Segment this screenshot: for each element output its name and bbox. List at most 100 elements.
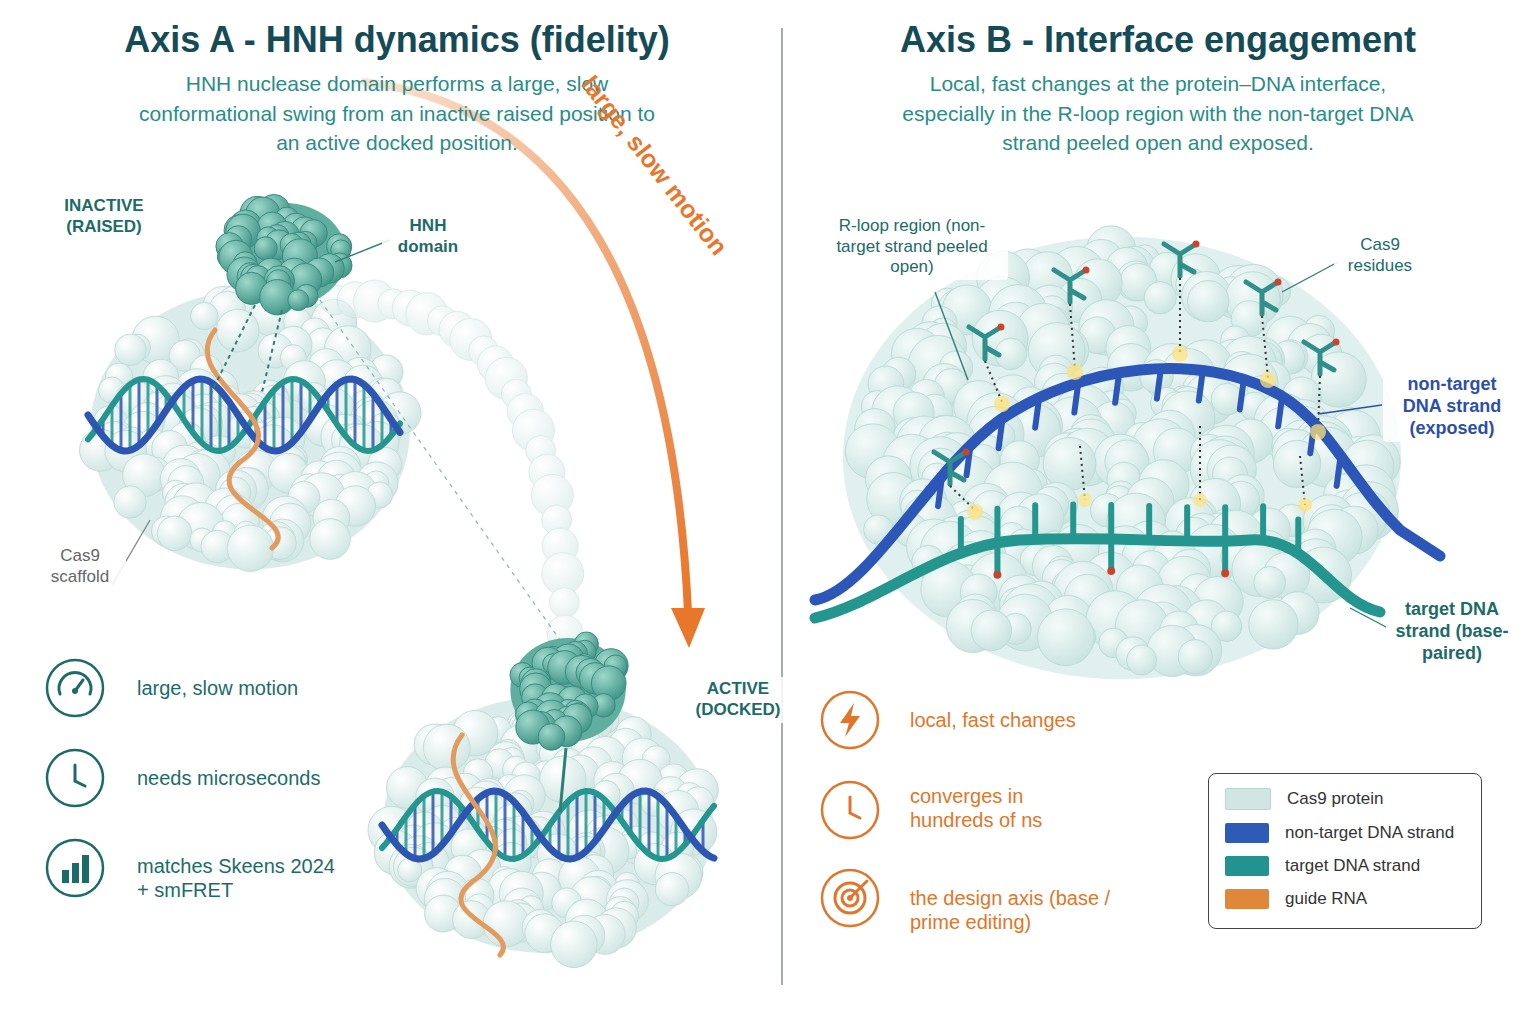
cas9-surface-bubble — [1188, 281, 1229, 322]
clock-hands — [75, 765, 85, 786]
cas9-scaffold — [80, 282, 421, 571]
icon-caption: converges in hundreds of ns — [910, 784, 1100, 833]
residue-stick — [1304, 342, 1336, 374]
cas9-scaffold-active-base — [382, 697, 713, 954]
base-pair — [372, 394, 375, 450]
residue — [1054, 267, 1090, 381]
cas9-surface-bubble — [1249, 600, 1298, 649]
trajectory-line — [320, 300, 560, 640]
hydrogen-bond — [1070, 304, 1075, 370]
gauge-arc — [59, 672, 91, 694]
oxygen-atom — [998, 324, 1005, 331]
legend-text: guide RNA — [1285, 889, 1367, 909]
hydrogen-bond — [985, 361, 1002, 402]
clock-icon — [47, 750, 103, 806]
residue-stick — [1164, 244, 1196, 276]
base-pair — [423, 796, 426, 858]
callout-label: HNH domain — [382, 214, 474, 259]
cas9-scaffold-bubble — [310, 519, 351, 560]
oxygen-atom — [1333, 339, 1340, 346]
cas9-surface-bubble — [1144, 282, 1176, 314]
base-pair — [291, 379, 294, 443]
hnh-domain-inactive-bubble — [254, 237, 277, 260]
legend-row: guide RNA — [1225, 889, 1465, 909]
contact-glow — [1078, 493, 1092, 507]
gauge-hub — [72, 688, 78, 694]
gauge-icon — [47, 660, 103, 716]
base-pair — [441, 792, 444, 845]
target-arrow — [850, 881, 867, 898]
bars-icon — [47, 840, 103, 896]
base-pair — [300, 381, 303, 432]
icon-ring — [822, 692, 878, 748]
cas9-surface-base — [843, 237, 1401, 680]
callout-label: ACTIVE (DOCKED) — [682, 677, 794, 722]
residue — [1304, 339, 1340, 441]
leader-line — [335, 240, 390, 262]
contact-glow — [1298, 498, 1312, 512]
contact-glow — [1067, 364, 1083, 380]
legend-swatch — [1225, 823, 1269, 843]
legend-row: non-target DNA strand — [1225, 823, 1465, 843]
base-pair — [576, 794, 579, 857]
base-pair — [345, 380, 348, 437]
icon-ring — [47, 840, 103, 896]
base-pair — [513, 802, 516, 859]
base-pair — [264, 401, 267, 447]
contact-glow — [1193, 493, 1207, 507]
panel-title: Axis A - HNH dynamics (fidelity) — [57, 18, 737, 61]
residue-stick — [969, 327, 1001, 359]
callout-label: Cas9 scaffold — [34, 544, 126, 589]
base-pair — [567, 801, 570, 859]
hydrogen-bond — [1080, 446, 1085, 500]
dna-strand — [382, 791, 714, 859]
residue-stick — [1246, 282, 1278, 314]
base-pair — [147, 380, 150, 436]
icon-caption: local, fast changes — [910, 708, 1150, 732]
base-pair — [639, 792, 642, 846]
legend-box: Cas9 proteinnon-target DNA strandtarget … — [1208, 773, 1482, 929]
legend-text: Cas9 protein — [1287, 789, 1383, 809]
oxygen-atom — [1193, 241, 1200, 248]
oxygen-atom — [963, 449, 970, 456]
residue — [934, 449, 983, 521]
bar — [62, 870, 69, 883]
cas9-surface — [843, 226, 1401, 679]
hydrogen-bond — [1262, 316, 1268, 378]
base-pair — [432, 792, 435, 854]
cas9-scaffold-bubble — [157, 516, 191, 550]
leader-line — [1318, 405, 1382, 414]
icon-ring — [47, 660, 103, 716]
cas9-scaffold-active-bubble — [423, 724, 470, 771]
contact-glow — [994, 396, 1010, 412]
icon-ring — [822, 870, 878, 926]
linker — [320, 280, 584, 651]
dashed-leader — [210, 305, 255, 395]
clock-hands — [850, 797, 860, 818]
hydrogen-bond — [1318, 376, 1320, 430]
cas9-scaffold-active-bubble — [551, 921, 597, 967]
bar — [72, 863, 79, 883]
hnh-domain-inactive-bubble — [288, 290, 309, 311]
non-target-strand — [815, 369, 1440, 600]
base-pair — [648, 792, 651, 854]
residue — [969, 324, 1010, 413]
base-pair — [594, 793, 597, 842]
cas9-scaffold-bubble — [114, 486, 146, 518]
base-pair — [138, 380, 141, 446]
base-pair — [192, 381, 195, 433]
base-pair — [504, 794, 507, 857]
legend-swatch — [1225, 856, 1269, 876]
icon-ring — [822, 782, 878, 838]
base-pair — [414, 805, 417, 859]
cas9-surface-bubble — [1254, 566, 1286, 598]
residue-stick — [1054, 270, 1086, 302]
oxygen-atom — [1107, 567, 1115, 575]
callout-label: non-target DNA strand (exposed) — [1383, 372, 1521, 442]
cas9-surface-bubble — [1182, 271, 1232, 321]
base-pair — [120, 393, 123, 450]
cas9-scaffold-bubble — [191, 302, 218, 329]
hnh-domain-active-bubble — [538, 724, 565, 751]
target-strand — [815, 539, 1380, 618]
base-pair — [129, 384, 132, 450]
